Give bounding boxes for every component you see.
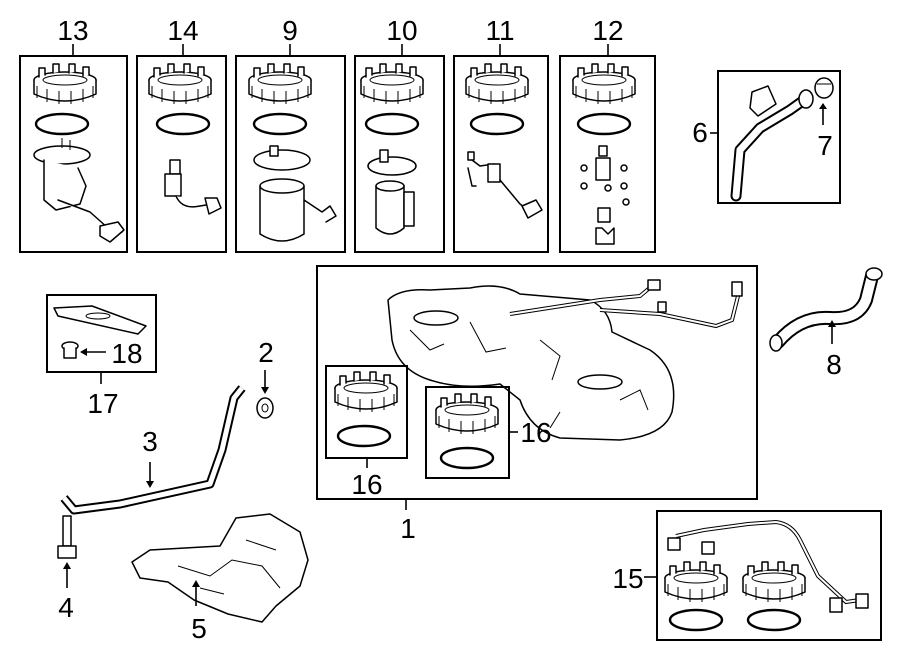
kit-14-group: 14	[136, 15, 227, 253]
callout-9: 9	[282, 15, 298, 46]
seal-15b	[746, 608, 802, 632]
valve-kit-12	[580, 145, 630, 245]
filler-neck-frame	[717, 70, 841, 204]
kit-9-group: 9	[235, 15, 346, 253]
fuel-pump-10	[367, 149, 417, 235]
heat-shield-5: 5	[131, 513, 309, 644]
callout-16b: 16	[520, 417, 551, 448]
lock-ring-15a	[664, 561, 728, 603]
fuel-tank-assembly-1: 16 16 1	[316, 265, 758, 544]
cover-kit-17-group: 18 17	[46, 294, 157, 419]
kit-13-group: 13	[19, 15, 128, 253]
lock-ring-13	[33, 63, 97, 105]
cover-plate-17	[53, 305, 147, 335]
callout-4: 4	[58, 592, 74, 623]
seal-11	[469, 112, 525, 136]
lock-ring-16a	[334, 371, 398, 413]
kit-16b-frame	[425, 386, 510, 479]
seal-10	[364, 112, 420, 136]
lock-ring-12	[572, 63, 636, 105]
kit-15-group: 15	[612, 510, 882, 641]
lock-ring-11	[465, 63, 529, 105]
seal-14	[155, 112, 211, 136]
callout-1: 1	[400, 513, 416, 544]
callout-8: 8	[826, 349, 842, 380]
callout-15: 15	[612, 563, 643, 594]
bolt-4: 4	[57, 515, 77, 623]
vent-line-15	[667, 519, 869, 613]
callout-3: 3	[142, 426, 158, 457]
seal-9	[252, 112, 308, 136]
callout-11: 11	[485, 15, 514, 46]
kit-14-frame	[136, 55, 227, 253]
grommet-2: 2	[256, 337, 274, 419]
seal-13	[34, 112, 90, 136]
callout-13: 13	[57, 15, 88, 46]
callout-12: 12	[592, 15, 623, 46]
lock-ring-14	[148, 63, 212, 105]
seal-16b	[439, 446, 495, 470]
kit-10-frame	[354, 55, 445, 253]
callout-7: 7	[817, 130, 833, 161]
fuel-tank-frame	[316, 265, 758, 500]
callout-17: 17	[87, 388, 118, 419]
callout-2: 2	[258, 337, 274, 368]
callout-5: 5	[191, 613, 207, 644]
tank-strap-3: 3	[60, 385, 246, 515]
kit-10-group: 10	[354, 15, 445, 253]
callout-18: 18	[111, 338, 142, 369]
filler-neck-group: 6 7	[692, 70, 841, 204]
fuel-level-sensor-11	[467, 151, 543, 219]
filler-pipe-6	[730, 85, 814, 202]
callout-10: 10	[386, 15, 417, 46]
filler-cap-7	[814, 77, 834, 99]
seal-16a	[336, 424, 392, 448]
callout-16a: 16	[351, 469, 382, 500]
kit-11-group: 11	[453, 15, 549, 253]
callout-14: 14	[167, 15, 198, 46]
seal-15a	[668, 608, 724, 632]
kit-15-frame	[656, 510, 882, 641]
seal-12	[576, 112, 632, 136]
kit-11-frame	[453, 55, 549, 253]
fuel-tank-1	[387, 279, 743, 441]
lock-ring-16b	[435, 393, 499, 435]
kit-12-group: 12	[559, 15, 656, 253]
callout-6: 6	[692, 117, 708, 148]
fuel-pump-module-13	[33, 138, 125, 243]
lock-ring-9	[248, 63, 312, 105]
fuel-level-sensor-14	[164, 159, 222, 215]
lock-ring-15b	[742, 561, 806, 603]
fuel-pump-9	[253, 145, 337, 242]
clip-18	[61, 341, 79, 359]
filler-hose-8: 8	[769, 267, 883, 380]
lock-ring-10	[360, 63, 424, 105]
